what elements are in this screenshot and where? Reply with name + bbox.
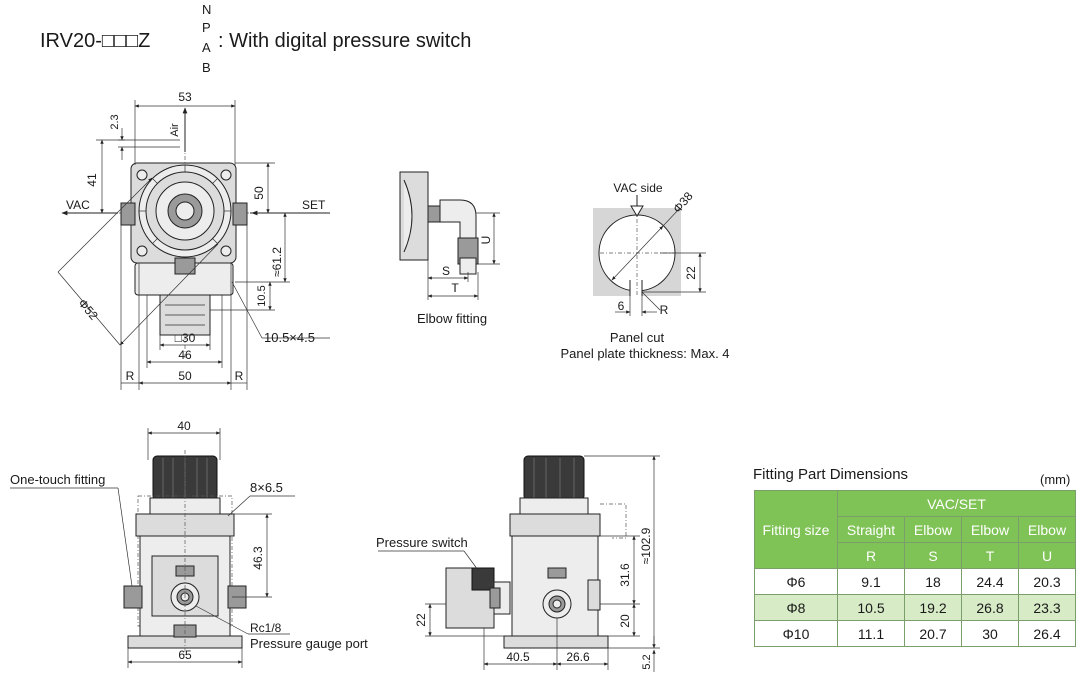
dim-r-left: R xyxy=(126,369,135,383)
symbol-t: T xyxy=(961,542,1019,569)
gauge-port-label: Pressure gauge port xyxy=(250,636,368,651)
dim-holes: 8×6.5 xyxy=(250,480,283,495)
dim-square-30: □30 xyxy=(175,331,196,345)
dim-phi52: Φ52 xyxy=(75,296,101,323)
type-elbow-s: Elbow xyxy=(904,516,962,543)
vac-side-label: VAC side xyxy=(613,181,662,195)
table-cell: 30 xyxy=(961,620,1019,647)
model-description: : With digital pressure switch xyxy=(218,30,471,52)
model-prefix: IRV20-□□□Z xyxy=(40,30,150,52)
dim-5-2: 5.2 xyxy=(641,654,653,669)
table-cell: 19.2 xyxy=(904,594,962,621)
model-title: IRV20-□□□Z N P A B : With digital pressu… xyxy=(40,2,471,75)
port-rc: Rc1/8 xyxy=(250,621,282,635)
table-cell: 20.3 xyxy=(1018,568,1076,595)
dim-50-vertical: 50 xyxy=(252,186,266,200)
table-cell: 23.3 xyxy=(1018,594,1076,621)
type-straight: Straight xyxy=(837,516,905,543)
dim-102-9: ≈102.9 xyxy=(639,527,653,564)
table-cell: 9.1 xyxy=(837,568,905,595)
table-cell: 26.4 xyxy=(1018,620,1076,647)
elbow-fitting-label: Elbow fitting xyxy=(417,311,487,326)
vac-set-header: VAC/SET xyxy=(837,490,1076,517)
vac-label: VAC xyxy=(66,198,90,212)
table-cell: 24.4 xyxy=(961,568,1019,595)
table-row: Φ8 10.5 19.2 26.8 23.3 xyxy=(754,594,1076,621)
dim-31-6: 31.6 xyxy=(618,563,632,587)
dim-slot: 10.5×4.5 xyxy=(264,330,315,345)
dim-u: U xyxy=(479,236,493,245)
table-cell: 18 xyxy=(904,568,962,595)
dim-26-6: 26.6 xyxy=(566,650,590,664)
suffix-a: A xyxy=(202,40,211,55)
table-cell: 11.1 xyxy=(837,620,905,647)
table-row: Φ10 11.1 20.7 30 26.4 xyxy=(754,620,1076,647)
type-elbow-t: Elbow xyxy=(961,516,1019,543)
pressure-switch-label: Pressure switch xyxy=(376,535,468,550)
table-symbol-row: R S T U xyxy=(755,542,1076,569)
dim-65: 65 xyxy=(178,648,192,662)
side-view: Pressure switch ≈102.9 31.6 20 22 40.5 2… xyxy=(376,455,660,672)
dim-61-2: ≈61.2 xyxy=(270,247,284,277)
dim-22-side: 22 xyxy=(414,613,428,627)
bottom-front-view: 40 One-touch fitting 8×6.5 46.3 Rc1/8 Pr… xyxy=(10,419,368,668)
dim-r-panel: R xyxy=(660,303,669,317)
dim-41: 41 xyxy=(85,173,99,187)
dim-20: 20 xyxy=(618,614,632,628)
dim-r-right: R xyxy=(235,369,244,383)
row-size: Φ6 xyxy=(754,568,838,595)
table-row: Φ6 9.1 18 24.4 20.3 xyxy=(754,568,1076,595)
dim-10-5: 10.5 xyxy=(256,285,268,306)
table-type-row: Straight Elbow Elbow Elbow xyxy=(755,516,1076,543)
fitting-table-title: Fitting Part Dimensions xyxy=(753,466,909,483)
table-cell: 20.7 xyxy=(904,620,962,647)
set-label: SET xyxy=(302,198,326,212)
fitting-table-unit: (mm) xyxy=(1040,472,1071,487)
table-cell: 10.5 xyxy=(837,594,905,621)
dim-22-panel: 22 xyxy=(684,266,698,280)
suffix-p: P xyxy=(202,20,211,35)
front-view: Air 53 2.3 41 50 VAC SET Φ52 ≈61. xyxy=(57,90,330,390)
dim-6: 6 xyxy=(618,299,625,313)
table-cell: 26.8 xyxy=(961,594,1019,621)
table-header-row: Fitting size VAC/SET xyxy=(754,490,1076,569)
dim-53: 53 xyxy=(178,90,192,104)
symbol-s: S xyxy=(904,542,962,569)
fitting-size-header: Fitting size xyxy=(754,490,838,569)
dim-s: S xyxy=(442,264,450,278)
dim-50-bottom: 50 xyxy=(178,369,192,383)
dim-2-3: 2.3 xyxy=(109,114,121,129)
dim-40: 40 xyxy=(177,419,191,433)
panel-thickness-note: Panel plate thickness: Max. 4 xyxy=(560,346,729,361)
dim-t: T xyxy=(451,281,459,295)
type-elbow-u: Elbow xyxy=(1018,516,1076,543)
panel-cut-label: Panel cut xyxy=(610,330,665,345)
elbow-fitting-view: U S T Elbow fitting xyxy=(399,171,500,326)
row-size: Φ10 xyxy=(754,620,838,647)
dim-40-5: 40.5 xyxy=(506,650,530,664)
dim-46-3: 46.3 xyxy=(251,546,265,570)
panel-cut-view: VAC side Φ38 22 6 R Panel cut Panel plat… xyxy=(560,181,729,361)
symbol-r: R xyxy=(837,542,905,569)
row-size: Φ8 xyxy=(754,594,838,621)
fitting-dimensions-table: Fitting size VAC/SET Straight Elbow Elbo… xyxy=(754,490,1076,647)
dim-46: 46 xyxy=(178,348,192,362)
one-touch-fitting-label: One-touch fitting xyxy=(10,472,105,487)
suffix-n: N xyxy=(202,2,211,17)
symbol-u: U xyxy=(1018,542,1076,569)
air-label: Air xyxy=(169,123,181,137)
suffix-b: B xyxy=(202,60,211,75)
